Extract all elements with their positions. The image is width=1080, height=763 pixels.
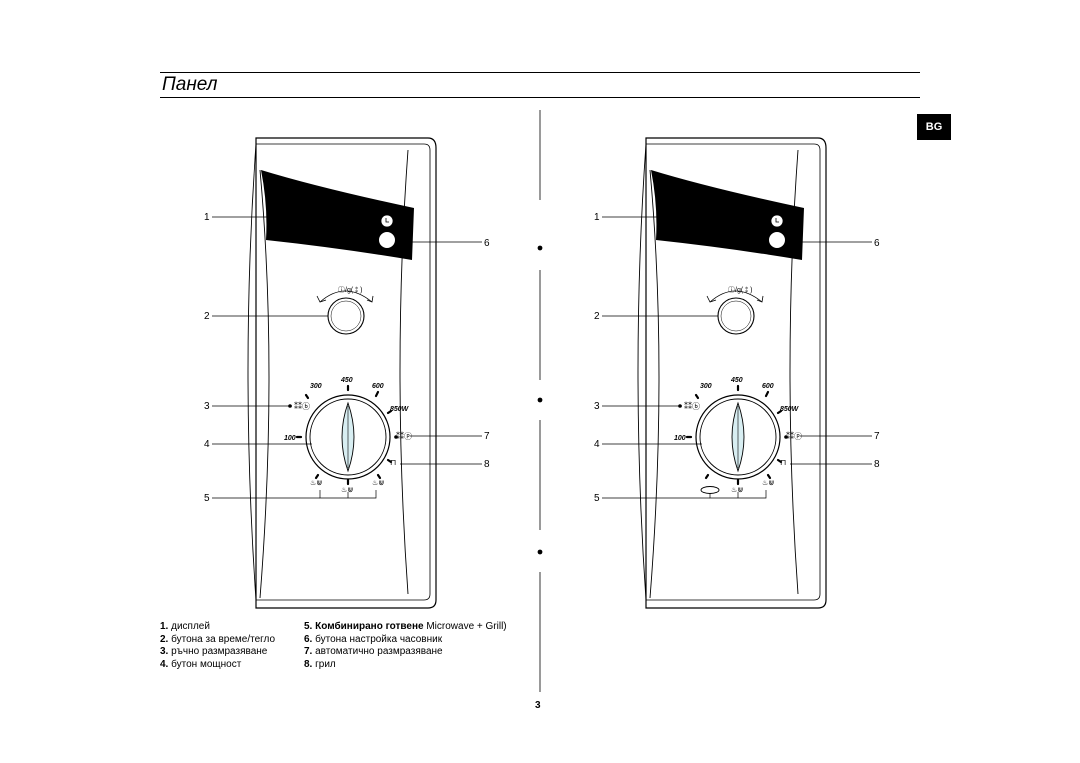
center-divider bbox=[537, 110, 543, 692]
svg-text:600: 600 bbox=[762, 383, 774, 390]
svg-text:300: 300 bbox=[700, 383, 712, 390]
svg-text:2: 2 bbox=[594, 311, 600, 322]
svg-text:⁑⁑ⓑ: ⁑⁑ⓑ bbox=[684, 400, 700, 411]
legend-item: 7. автоматично размразяване bbox=[304, 646, 443, 657]
svg-text:8: 8 bbox=[484, 459, 490, 470]
svg-text:1: 1 bbox=[204, 212, 210, 223]
language-badge: BG bbox=[917, 114, 951, 140]
top-rule bbox=[160, 72, 920, 73]
svg-text:1: 1 bbox=[594, 212, 600, 223]
display-window bbox=[261, 170, 414, 260]
legend-item: 5. Комбинирано готвене Microwave + Grill… bbox=[304, 621, 507, 632]
legend-item: 6. бутона настройка часовник bbox=[304, 633, 443, 645]
time-weight-knob bbox=[327, 297, 365, 335]
svg-text:⊓: ⊓ bbox=[780, 458, 786, 467]
svg-text:⊓: ⊓ bbox=[390, 458, 396, 467]
svg-text:ⓘ/g(⁑): ⓘ/g(⁑) bbox=[338, 286, 363, 294]
clock-icon bbox=[770, 214, 784, 228]
legend-right: 5. Комбинирано готвене Microwave + Grill… bbox=[304, 621, 507, 671]
svg-text:4: 4 bbox=[594, 439, 600, 450]
display-window bbox=[651, 170, 804, 260]
svg-text:⁑⁑ⓟ: ⁑⁑ⓟ bbox=[786, 430, 802, 441]
svg-text:450: 450 bbox=[730, 377, 743, 384]
legend-left: 1. дисплей 2. бутона за време/тегло 3. р… bbox=[160, 621, 275, 671]
svg-text:♨⋓: ♨⋓ bbox=[731, 486, 743, 494]
legend-item: 3. ръчно размразяване bbox=[160, 646, 268, 657]
control-panel-left: ⓘ/g(⁑) 300 450 600 850W 100 ⁑⁑ⓑ bbox=[200, 130, 500, 610]
clock-set-button bbox=[378, 231, 396, 249]
svg-text:ⓘ/g(⁑): ⓘ/g(⁑) bbox=[728, 286, 753, 294]
svg-text:8: 8 bbox=[874, 459, 880, 470]
svg-text:100: 100 bbox=[674, 435, 686, 442]
svg-text:850W: 850W bbox=[390, 406, 410, 413]
legend-item: 2. бутона за време/тегло bbox=[160, 633, 276, 645]
svg-text:♨⋓: ♨⋓ bbox=[310, 479, 322, 487]
svg-text:850W: 850W bbox=[780, 406, 800, 413]
svg-text:2: 2 bbox=[204, 311, 210, 322]
svg-text:3: 3 bbox=[204, 401, 210, 412]
svg-text:300: 300 bbox=[310, 383, 322, 390]
svg-text:5: 5 bbox=[204, 493, 210, 504]
page-number: 3 bbox=[535, 700, 541, 711]
page-title: Панел bbox=[162, 74, 218, 95]
svg-text:600: 600 bbox=[372, 383, 384, 390]
svg-text:♨⋓: ♨⋓ bbox=[341, 486, 353, 494]
svg-text:6: 6 bbox=[874, 238, 880, 249]
svg-text:6: 6 bbox=[484, 238, 490, 249]
svg-text:5: 5 bbox=[594, 493, 600, 504]
svg-text:⁑⁑ⓟ: ⁑⁑ⓟ bbox=[396, 430, 412, 441]
control-panel-right: ⓘ/g(⁑) 300 450 600 850W 100 ⁑⁑ⓑ ⁑⁑ⓟ ⊓ bbox=[590, 130, 890, 610]
legend-item: 8. грил bbox=[304, 658, 336, 670]
legend-item: 4. бутон мощност bbox=[160, 658, 242, 670]
svg-text:7: 7 bbox=[874, 431, 880, 442]
time-weight-knob bbox=[717, 297, 755, 335]
svg-text:7: 7 bbox=[484, 431, 490, 442]
svg-text:3: 3 bbox=[594, 401, 600, 412]
svg-text:100: 100 bbox=[284, 435, 296, 442]
svg-text:♨⋓: ♨⋓ bbox=[762, 479, 774, 487]
title-underline bbox=[160, 97, 920, 98]
svg-text:⁑⁑ⓑ: ⁑⁑ⓑ bbox=[294, 400, 310, 411]
clock-set-button bbox=[768, 231, 786, 249]
svg-text:450: 450 bbox=[340, 377, 353, 384]
svg-text:4: 4 bbox=[204, 439, 210, 450]
clock-icon bbox=[380, 214, 394, 228]
legend-item: 1. дисплей bbox=[160, 621, 210, 632]
svg-text:♨⋓: ♨⋓ bbox=[372, 479, 384, 487]
